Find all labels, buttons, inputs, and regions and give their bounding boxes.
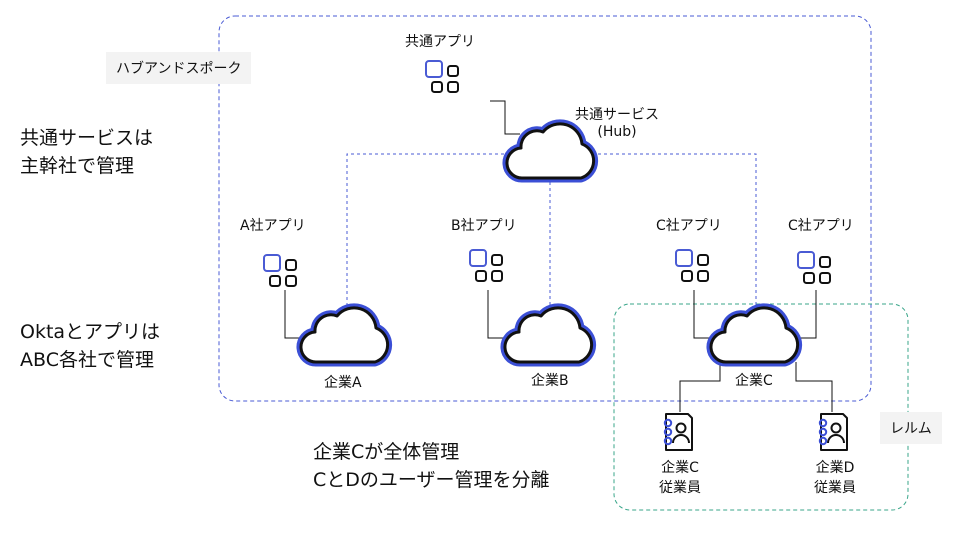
app-icon-c2 [797, 251, 831, 284]
company-label-a: 企業A [324, 375, 362, 391]
app-label-b: B社アプリ [451, 218, 517, 234]
hub-label-line2: (Hub) [597, 124, 637, 140]
realm-region [613, 303, 909, 511]
employee-label-c-line2: 従業員 [659, 480, 701, 496]
app-icon-b [469, 249, 503, 282]
employee-label-d-line1: 企業D [815, 460, 855, 476]
app-label-c1: C社アプリ [656, 218, 722, 234]
common-app-label: 共通アプリ [405, 34, 475, 50]
company-label-b: 企業B [531, 373, 569, 389]
note-company-c: 企業Cが全体管理 CとDのユーザー管理を分離 [313, 441, 550, 491]
app-icon-c1 [675, 249, 709, 282]
employee-label-c: 企業C 従業員 [645, 458, 715, 498]
common-app-icon [425, 60, 459, 93]
cloud-icon-company-c [711, 308, 798, 362]
app-label-c2: C社アプリ [788, 218, 854, 234]
hub-spoke-label: ハブアンドスポーク [106, 52, 252, 84]
note-okta-apps: Oktaとアプリは ABC各社で管理 [20, 321, 161, 371]
company-label-c: 企業C [735, 373, 773, 389]
hub-label-line1: 共通サービス [575, 107, 659, 123]
hub-label: 共通サービス (Hub) [572, 104, 662, 140]
employee-icon-d [818, 413, 848, 451]
hub-connectors [346, 153, 757, 312]
hub-spoke-region [218, 15, 872, 402]
note-common-service: 共通サービスは 主幹社で管理 [20, 127, 154, 177]
employee-icon-c [663, 413, 693, 451]
cloud-icon-company-a [301, 308, 388, 362]
realm-label: レルム [880, 412, 942, 444]
solid-connectors [284, 100, 833, 412]
app-label-a: A社アプリ [240, 218, 306, 234]
employee-label-c-line1: 企業C [661, 460, 699, 476]
employee-label-d: 企業D 従業員 [800, 458, 870, 498]
app-icon-a [263, 254, 297, 287]
cloud-icon-company-b [505, 308, 592, 362]
employee-label-d-line2: 従業員 [814, 480, 856, 496]
